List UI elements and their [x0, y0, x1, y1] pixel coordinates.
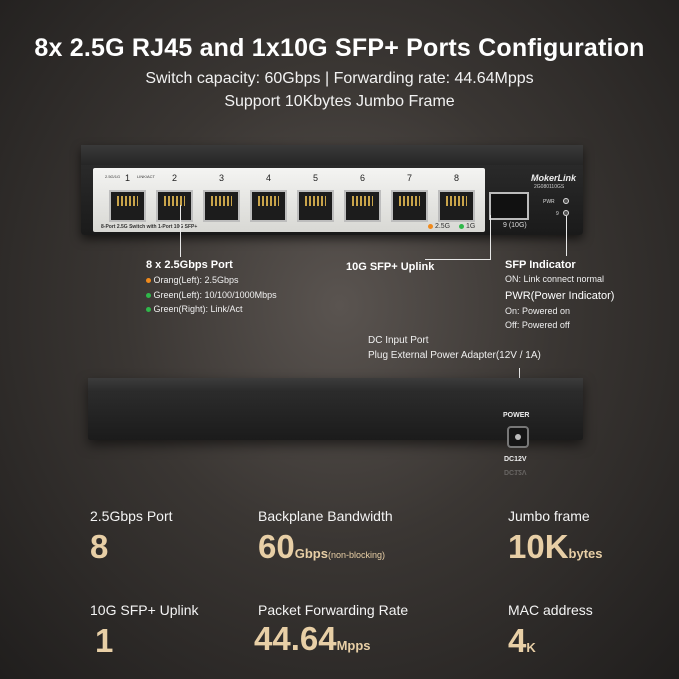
stat-label-jumbo: Jumbo frame — [508, 508, 590, 524]
stat-value-mac: 4K — [508, 622, 536, 659]
stat-value-forwarding: 44.64Mpps — [254, 620, 371, 657]
green-dot-icon — [146, 307, 151, 313]
dc12v-reflection: DC12V — [504, 468, 527, 475]
legend-1g: 1G — [459, 223, 475, 230]
dc-power-jack — [507, 426, 529, 448]
dc-input-desc: Plug External Power Adapter(12V / 1A) — [368, 350, 541, 361]
switch-back-top — [88, 378, 583, 392]
pwr-led-label: PWR — [543, 199, 555, 205]
page-title: 8x 2.5G RJ45 and 1x10G SFP+ Ports Config… — [34, 34, 645, 62]
stat-value-ports: 8 — [90, 528, 109, 565]
orange-led-icon — [428, 223, 433, 229]
stat-label-forwarding: Packet Forwarding Rate — [258, 602, 409, 618]
switch-port-faceplate: 2.5G/1G LINK/ACT 1 2 3 4 5 6 7 8 8-Port … — [93, 168, 485, 232]
port-callout-green-right: Green(Right): Link/Act — [146, 304, 243, 314]
port-callout-title: 8 x 2.5Gbps Port — [146, 259, 233, 271]
switch-front-top — [81, 145, 583, 165]
power-label: POWER — [503, 412, 530, 419]
subtitle-capacity: Switch capacity: 60Gbps | Forwarding rat… — [145, 70, 534, 87]
brand-logo: MokerLink — [531, 173, 577, 183]
port-header-right: LINK/ACT — [137, 174, 156, 179]
callout-line-sfp-ind — [566, 216, 567, 256]
sfp-port-label: 9 (10G) — [503, 222, 527, 229]
pwr-indicator-title: PWR(Power Indicator) — [505, 290, 615, 302]
pwr-led-icon — [563, 198, 569, 204]
port-callout-green-left: Green(Left): 10/100/1000Mbps — [146, 290, 277, 300]
sfp-plus-port — [489, 192, 529, 220]
stat-label-ports: 2.5Gbps Port — [90, 508, 173, 524]
sfp-indicator-on: ON: Link connect normal — [505, 274, 605, 284]
port-number: 8 — [453, 173, 459, 183]
sfp-indicator-title: SFP Indicator — [505, 259, 576, 271]
stat-value-jumbo: 10Kbytes — [508, 528, 603, 565]
port-number: 2 — [171, 173, 177, 183]
stat-label-mac: MAC address — [508, 602, 593, 618]
model-number: 2G080110GS — [534, 184, 565, 190]
sfp-led-label: 9 — [556, 211, 559, 217]
dc-input-title: DC Input Port — [368, 335, 429, 346]
port-callout-orange: Orang(Left): 2.5Gbps — [146, 275, 239, 285]
pwr-indicator-on: On: Powered on — [505, 306, 571, 316]
stat-label-backplane: Backplane Bandwidth — [258, 508, 393, 524]
stat-value-backplane: 60Gbps(non-blocking) — [258, 528, 385, 565]
port-number: 3 — [218, 173, 224, 183]
green-led-icon — [459, 223, 464, 229]
callout-line-uplink-h — [425, 259, 490, 260]
subtitle-jumbo: Support 10Kbytes Jumbo Frame — [224, 93, 455, 110]
stat-label-uplink: 10G SFP+ Uplink — [90, 602, 199, 618]
port-header-left: 2.5G/1G — [105, 174, 121, 179]
port-number: 5 — [312, 173, 318, 183]
port-number: 6 — [359, 173, 365, 183]
orange-dot-icon — [146, 278, 151, 284]
port-number: 4 — [265, 173, 271, 183]
panel-model-text: 8-Port 2.5G Switch with 1-Port 10G SFP+ — [101, 224, 198, 230]
port-number: 7 — [406, 173, 412, 183]
uplink-callout-title: 10G SFP+ Uplink — [346, 261, 435, 273]
green-dot-icon — [146, 293, 151, 299]
dc12v-label: DC12V — [504, 456, 527, 463]
stat-value-uplink: 1 — [95, 622, 114, 659]
callout-line-uplink-v — [490, 215, 491, 260]
legend-2-5g: 2.5G — [428, 223, 450, 230]
sfp-led-icon — [563, 210, 569, 216]
pwr-indicator-off: Off: Powered off — [505, 320, 570, 330]
port-number: 1 — [124, 173, 130, 183]
callout-line-port — [180, 205, 181, 257]
